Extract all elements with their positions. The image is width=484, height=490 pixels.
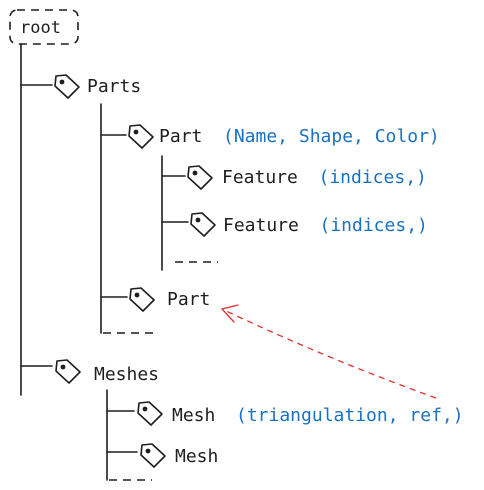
feature-2-label: Feature xyxy=(223,215,299,236)
tag-icon xyxy=(137,401,163,426)
tag-icon xyxy=(128,124,154,149)
feature-2-params: (indices,) xyxy=(320,215,428,236)
root-node: root xyxy=(9,9,79,45)
feature-1-params: (indices,) xyxy=(319,167,427,188)
part-ref-label: Part xyxy=(167,289,210,310)
mesh-2-label: Mesh xyxy=(175,446,218,467)
tag-icon xyxy=(187,165,213,190)
feature-2-node-text: Feature (indices,) xyxy=(223,215,428,236)
meshes-label: Meshes xyxy=(94,364,159,385)
root-box xyxy=(9,9,79,45)
mesh-1-label: Mesh xyxy=(172,405,215,426)
tag-icon xyxy=(190,212,216,237)
part-label: Part xyxy=(159,126,202,147)
tag-icon xyxy=(54,74,80,99)
root-label: root xyxy=(20,18,61,38)
mesh-1-params: (triangulation, ref,) xyxy=(236,405,464,426)
parts-label: Parts xyxy=(87,76,141,97)
tag-icon xyxy=(55,359,81,384)
feature-1-label: Feature xyxy=(222,167,298,188)
mesh-1-node-text: Mesh (triangulation, ref,) xyxy=(172,405,464,426)
part-node-text: Part (Name, Shape, Color) xyxy=(159,126,440,147)
feature-1-node-text: Feature (indices,) xyxy=(222,167,427,188)
part-params: (Name, Shape, Color) xyxy=(223,126,440,147)
tag-icon xyxy=(140,443,166,468)
reference-arrow xyxy=(220,304,437,399)
tag-icon xyxy=(129,287,155,312)
